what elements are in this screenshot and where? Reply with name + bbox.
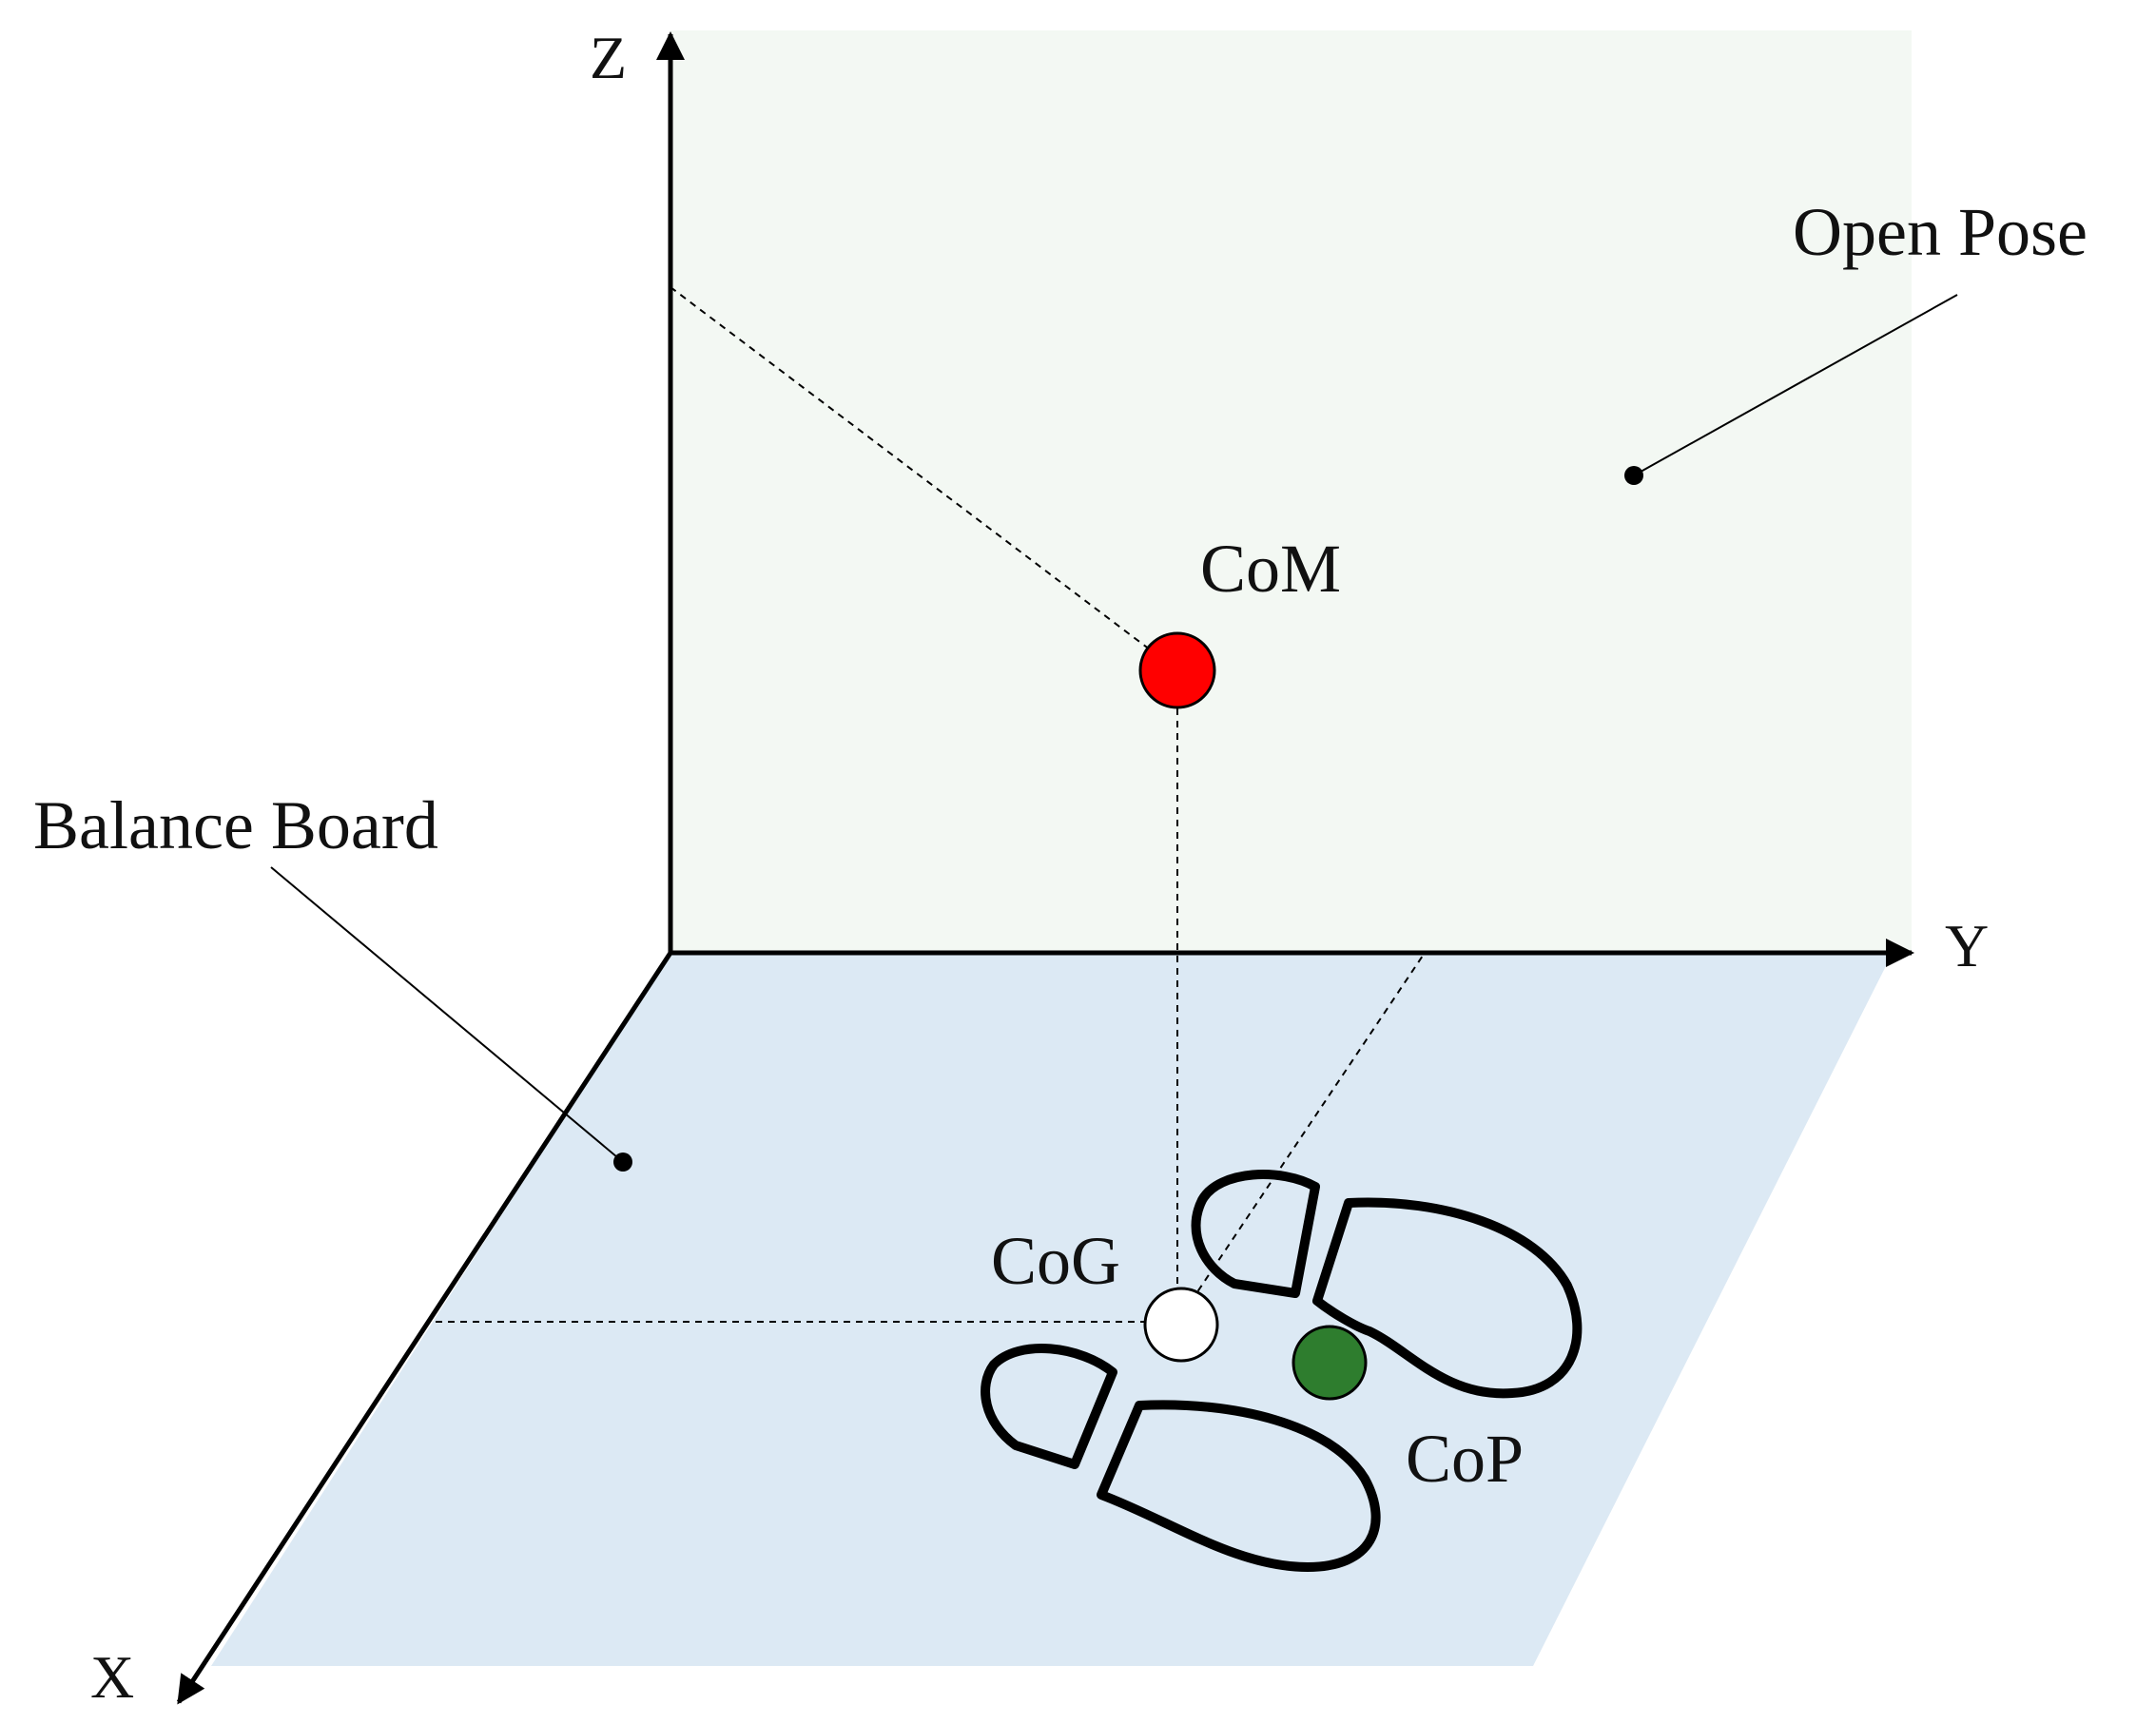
cop-label: CoP bbox=[1406, 1421, 1524, 1497]
balance-board-leader bbox=[270, 866, 624, 1163]
projection-lines bbox=[436, 286, 1426, 1323]
balance-board-label: Balance Board bbox=[33, 787, 438, 863]
z-axis-label: Z bbox=[590, 24, 627, 91]
com-marker bbox=[1138, 631, 1216, 709]
open-pose-leader-dot bbox=[1624, 466, 1643, 485]
footprints bbox=[981, 1170, 1583, 1572]
com-label: CoM bbox=[1200, 531, 1341, 607]
y-axis-label: Y bbox=[1945, 912, 1989, 979]
open-pose-label: Open Pose bbox=[1793, 194, 2088, 270]
open-pose-plane bbox=[670, 30, 1912, 953]
cog-label: CoG bbox=[991, 1223, 1120, 1299]
axes bbox=[176, 31, 1914, 1705]
x-axis-line bbox=[176, 951, 673, 1705]
lower-sole-icon bbox=[1097, 1400, 1381, 1572]
upper-sole-icon bbox=[1312, 1197, 1583, 1399]
open-pose-leader bbox=[1633, 294, 1958, 476]
x-axis-label: X bbox=[90, 1643, 134, 1711]
balance-board-leader-dot bbox=[613, 1153, 632, 1172]
upper-heel-icon bbox=[1191, 1170, 1320, 1298]
lower-heel-icon bbox=[981, 1344, 1117, 1469]
callout-leaders bbox=[270, 294, 1958, 1163]
cog-marker bbox=[1143, 1287, 1219, 1363]
balance-board-plane bbox=[211, 953, 1893, 1666]
cop-marker bbox=[1292, 1325, 1368, 1401]
